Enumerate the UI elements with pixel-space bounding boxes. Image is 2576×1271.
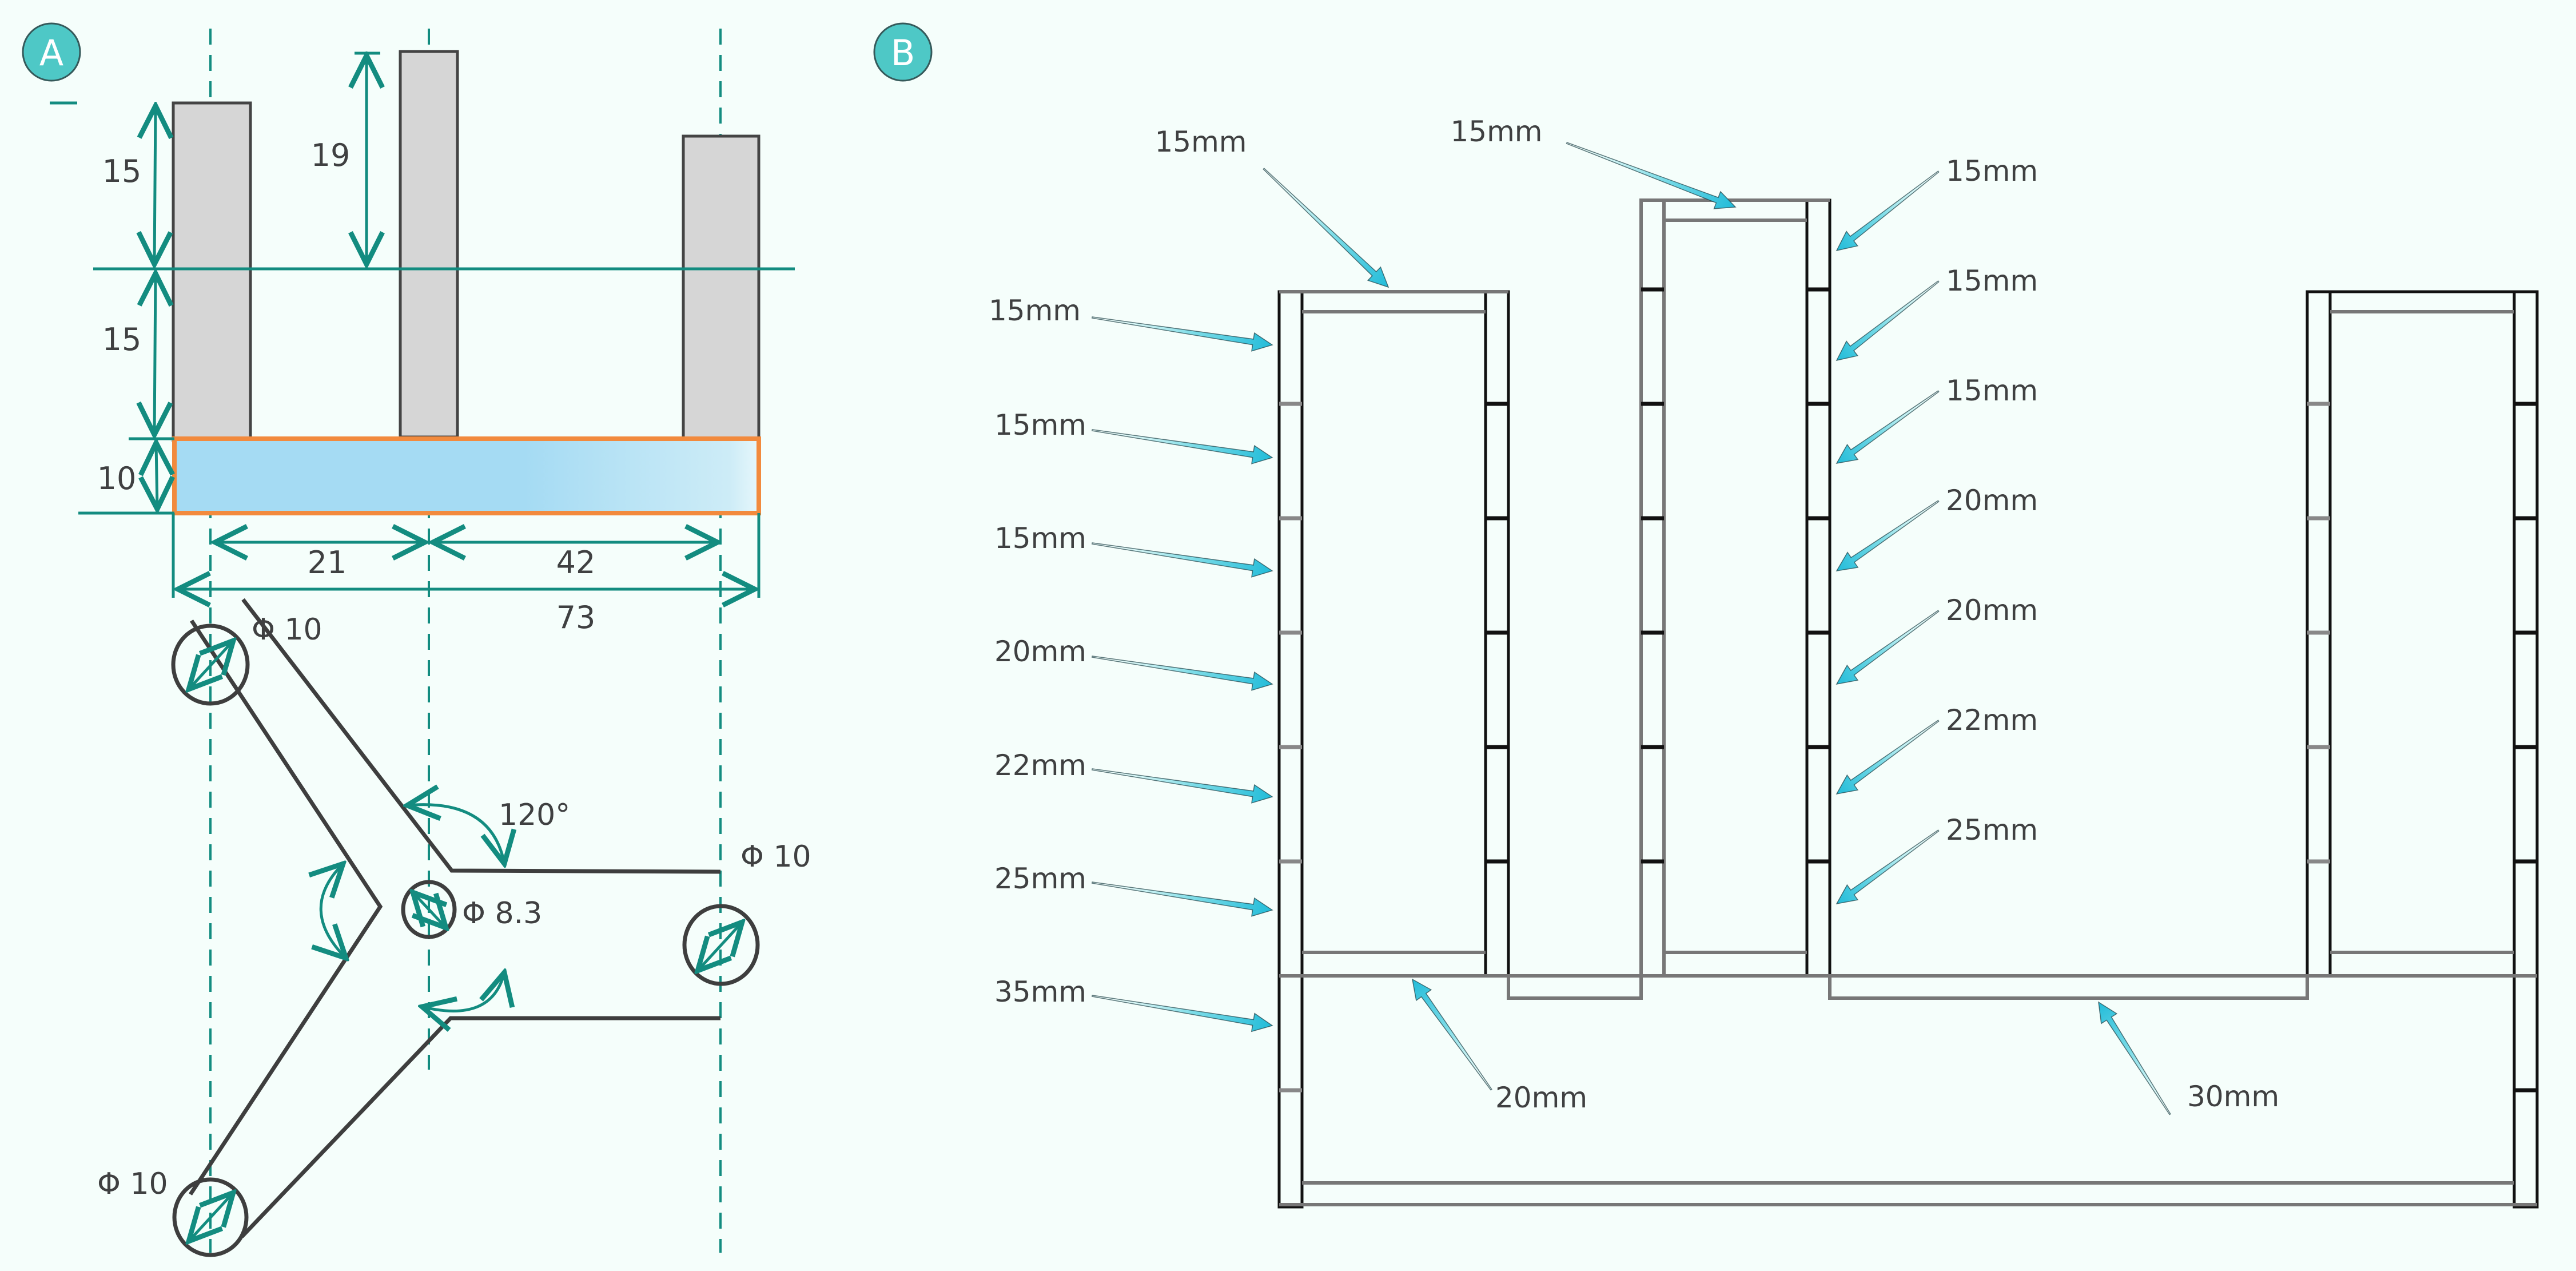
- callout-arrow-icon: [1836, 390, 1940, 464]
- hole-top-left: [171, 623, 250, 706]
- callouts-right: 15mm 15mm 15mm 20mm 20mm 22mm 25mm: [1946, 154, 2038, 847]
- pin-right: [682, 134, 761, 441]
- tower-left: [1277, 290, 1510, 1209]
- label-angle: 120°: [499, 798, 570, 832]
- callouts-top: 15mm 15mm: [1154, 115, 1542, 158]
- tower-right: [2306, 290, 2539, 1209]
- label-bottom-1: 30mm: [2187, 1080, 2279, 1113]
- pin-middle: [399, 50, 459, 439]
- callout-arrow-icon: [1836, 610, 1940, 685]
- label-left-5: 25mm: [994, 862, 1086, 895]
- panel-a: A 15 15 19 10 21 42 73: [22, 22, 811, 1257]
- callout-arrow-icon: [1091, 316, 1273, 352]
- tower-middle: [1639, 198, 1832, 978]
- panel-b-badge: B: [873, 22, 933, 82]
- base-plate: [172, 436, 761, 515]
- label-right-6: 25mm: [1946, 813, 2038, 847]
- label-left-6: 35mm: [994, 975, 1086, 1008]
- angle-arc-upper: [407, 805, 504, 864]
- label-right-0: 15mm: [1946, 154, 2038, 188]
- callout-arrow-icon: [1566, 142, 1737, 209]
- dim-base-thickness: [156, 443, 157, 509]
- callout-arrow-icon: [1836, 170, 1940, 252]
- callout-arrow-icon: [1836, 500, 1940, 571]
- callout-arrow-icon: [1091, 542, 1273, 578]
- dim-label-base-thickness: 10: [97, 460, 137, 497]
- dim-pin-left-lower: [154, 273, 156, 435]
- badge-circle: [873, 22, 933, 82]
- panel-a-badge: A: [22, 22, 81, 82]
- callout-arrow-icon: [1411, 978, 1492, 1091]
- callout-arrow-icon: [2098, 1001, 2171, 1115]
- diameter-arrow: [189, 1193, 233, 1241]
- dim-label-total-width: 73: [556, 599, 596, 636]
- label-left-4: 22mm: [994, 749, 1086, 782]
- label-left-0: 15mm: [989, 294, 1081, 327]
- angle-arc-lower: [422, 972, 504, 1011]
- label-right-5: 22mm: [1946, 704, 2038, 737]
- callout-arrow-icon: [1091, 768, 1273, 804]
- label-hole-bottom-left: Φ 10: [97, 1167, 168, 1201]
- base-trough: [1279, 974, 2537, 1206]
- label-left-1: 15mm: [994, 408, 1086, 442]
- callouts-bottom: 20mm 30mm: [1495, 1080, 2279, 1114]
- diameter-arrow: [413, 892, 446, 928]
- dim-pin-left-upper: [154, 106, 156, 264]
- callout-arrow-icon: [1836, 829, 1940, 905]
- label-hole-center: Φ 8.3: [462, 896, 542, 931]
- y-arm-lower-edge: [240, 1016, 720, 1238]
- label-right-2: 15mm: [1946, 374, 2038, 407]
- label-top-1: 15mm: [1450, 115, 1542, 148]
- callout-arrow-icon: [1091, 656, 1273, 691]
- label-top-0: 15mm: [1154, 125, 1247, 158]
- callout-arrow-icon: [1091, 995, 1273, 1032]
- hole-right: [682, 904, 760, 986]
- label-bottom-0: 20mm: [1495, 1081, 1587, 1114]
- label-hole-right: Φ 10: [740, 840, 811, 874]
- dim-label-span-right: 42: [556, 545, 596, 581]
- callout-arrow-icon: [1836, 720, 1940, 795]
- dim-label-pin-left-upper: 15: [102, 153, 142, 189]
- label-right-3: 20mm: [1946, 484, 2038, 517]
- badge-circle: [22, 22, 81, 82]
- y-arm-inner-edge: [189, 619, 383, 1195]
- badge-label: A: [39, 32, 63, 74]
- callouts-left: 15mm 15mm 15mm 20mm 22mm 25mm 35mm: [989, 294, 1086, 1008]
- panel-b: B: [873, 22, 2539, 1209]
- callout-arrows: [1091, 142, 2171, 1115]
- pin-left: [172, 101, 252, 442]
- diameter-arrow: [698, 922, 742, 971]
- dim-label-pin-middle-height: 19: [311, 137, 351, 173]
- label-right-4: 20mm: [1946, 594, 2038, 627]
- dim-label-span-left: 21: [308, 545, 347, 581]
- diameter-arrow: [189, 641, 233, 689]
- label-right-1: 15mm: [1946, 264, 2038, 297]
- hole-bottom-left: [172, 1177, 249, 1257]
- callout-arrow-icon: [1263, 168, 1389, 288]
- y-arm-upper-edge: [241, 598, 721, 874]
- callout-arrow-icon: [1836, 280, 1940, 362]
- badge-label: B: [891, 32, 915, 74]
- dim-label-pin-left-lower: 15: [102, 321, 142, 358]
- callout-arrow-icon: [1091, 429, 1273, 464]
- label-left-2: 15mm: [994, 522, 1086, 555]
- angle-arc-left: [321, 864, 346, 958]
- label-hole-top-left: Φ 10: [252, 613, 323, 647]
- hole-center: [401, 880, 457, 939]
- label-left-3: 20mm: [994, 635, 1086, 668]
- callout-arrow-icon: [1091, 881, 1273, 917]
